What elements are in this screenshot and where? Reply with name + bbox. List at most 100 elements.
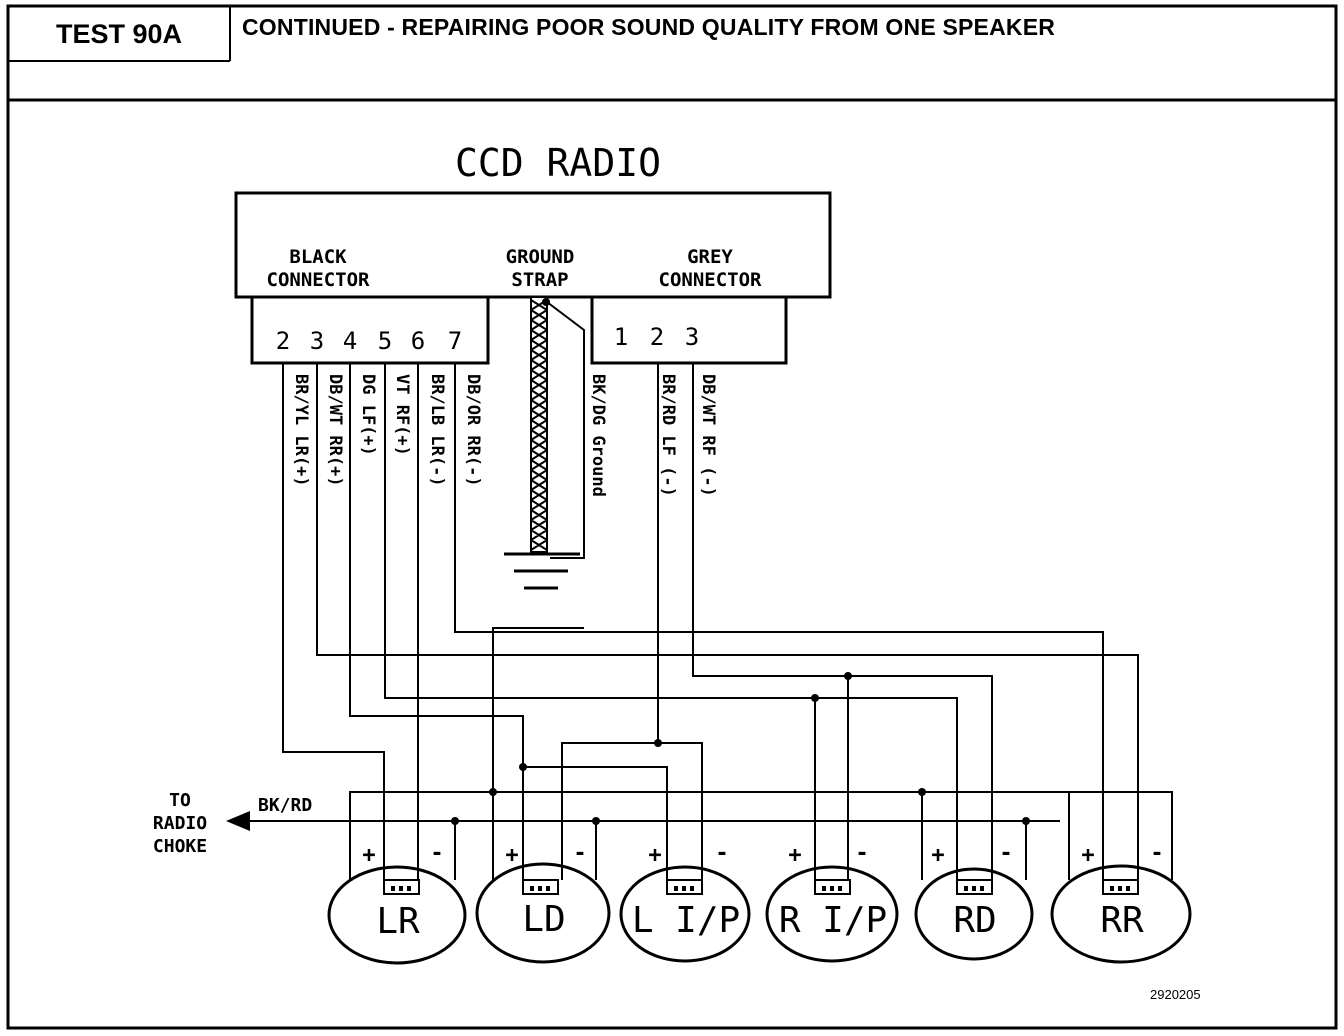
page-title: CONTINUED - REPAIRING POOR SOUND QUALITY… — [242, 14, 1056, 40]
speaker-ld — [475, 862, 611, 964]
speaker-label-ld: LD — [522, 899, 565, 940]
ground-strap-braid — [530, 296, 548, 553]
splice-dot — [654, 739, 662, 747]
terminal-pin — [972, 886, 976, 891]
splice-dot — [844, 672, 852, 680]
splice-dot — [918, 788, 926, 796]
minus-sign: - — [855, 841, 868, 866]
speaker-label-rd: RD — [953, 900, 996, 941]
wire-label-pin5: VT RF(+) — [392, 374, 412, 456]
terminal-pin — [407, 886, 411, 891]
figure-number: 2920205 — [1150, 987, 1201, 1002]
wires — [230, 363, 1173, 880]
wire-lf-plus-branch — [523, 766, 668, 880]
grey-connector-pin-2: 2 — [650, 323, 664, 351]
wire-label-pin6: BR/LB LR(-) — [427, 374, 447, 487]
ground-strap-lead — [546, 301, 585, 559]
grey-connector-pin-3: 3 — [685, 323, 699, 351]
wire-dg-lf-plus — [349, 363, 524, 880]
wire-label-pin2: BR/YL LR(+) — [291, 374, 311, 487]
grey-connector-pin-1: 1 — [614, 323, 628, 351]
minus-sign: - — [573, 841, 586, 866]
test-number: TEST 90A — [55, 19, 183, 49]
speaker-label-lr: LR — [376, 901, 420, 942]
minus-sign: - — [715, 841, 728, 866]
speaker-rd — [914, 867, 1034, 961]
terminal-pin — [399, 886, 403, 891]
choke-label-line2: RADIO — [153, 813, 207, 834]
ground-strap-line1: GROUND — [506, 246, 575, 268]
speaker-label-l-i-p: L I/P — [632, 900, 740, 941]
terminal-pin — [964, 886, 968, 891]
terminal-pin — [546, 886, 550, 891]
terminal-pin — [980, 886, 984, 891]
black-connector-pin-2: 2 — [276, 327, 290, 355]
to-choke-arrow — [226, 811, 250, 831]
minus-sign: - — [999, 841, 1012, 866]
wire-db-wt-rr-plus — [316, 363, 1139, 880]
splice-dots — [451, 298, 1030, 825]
wire-label-grey3: DB/WT RF (-) — [698, 374, 718, 497]
black-connector-pin-5: 5 — [378, 327, 392, 355]
splice-dot — [811, 694, 819, 702]
splice-dot — [592, 817, 600, 825]
choke-wire-label: BK/RD — [258, 795, 312, 816]
terminal-pin — [391, 886, 395, 891]
wire-vt-rf-plus — [384, 363, 816, 880]
wire-label-ground: BK/DG Ground — [588, 374, 608, 497]
terminal-pin — [690, 886, 694, 891]
terminal-pin — [682, 886, 686, 891]
plus-sign: + — [788, 843, 801, 868]
radio-title: CCD RADIO — [455, 141, 661, 185]
minus-sign: - — [1150, 841, 1163, 866]
grey-connector-line1: GREY — [687, 246, 733, 268]
plus-sign: + — [648, 843, 661, 868]
black-connector-line2: CONNECTOR — [267, 269, 371, 291]
speaker-label-rr: RR — [1100, 900, 1144, 941]
splice-dot — [489, 788, 497, 796]
black-connector-pin-7: 7 — [448, 327, 462, 355]
minus-sign: - — [430, 841, 443, 866]
black-connector-pin-4: 4 — [343, 327, 357, 355]
wire-br-yl-lr-plus — [282, 363, 385, 880]
page-border — [6, 4, 1338, 1030]
terminal-pin — [1126, 886, 1130, 891]
splice-dot — [542, 298, 550, 306]
plus-sign: + — [931, 843, 944, 868]
black-connector-pin-3: 3 — [310, 327, 324, 355]
plus-sign: + — [505, 843, 518, 868]
wire-db-or-rr-minus — [454, 363, 1104, 880]
terminal-pin — [1118, 886, 1122, 891]
black-connector-line1: BLACK — [289, 246, 347, 268]
plus-sign: + — [1081, 843, 1094, 868]
terminal-pin — [1110, 886, 1114, 891]
grey-connector-line2: CONNECTOR — [659, 269, 763, 291]
wire-db-wt-rf-minus — [692, 363, 993, 880]
splice-dot — [451, 817, 459, 825]
black-connector-pin-6: 6 — [411, 327, 425, 355]
splice-dot — [519, 763, 527, 771]
speaker-label-r-i-p: R I/P — [779, 900, 887, 941]
grey-connector — [590, 295, 788, 365]
wire-label-pin4: DG LF(+) — [358, 374, 378, 456]
speaker-rr — [1050, 864, 1192, 964]
speaker-lr — [327, 865, 467, 965]
plus-sign: + — [362, 843, 375, 868]
speaker-r-i-p — [765, 865, 899, 963]
speaker-l-i-p — [619, 865, 751, 963]
splice-dot — [1022, 817, 1030, 825]
terminal-pin — [838, 886, 842, 891]
terminal-pin — [538, 886, 542, 891]
wire-rf-plus-branch — [815, 697, 958, 880]
terminal-pin — [530, 886, 534, 891]
ground-strap-line2: STRAP — [511, 269, 568, 291]
wire-label-pin7: DB/OR RR(-) — [463, 374, 483, 487]
wire-label-pin3: DB/WT RR(+) — [325, 374, 345, 487]
black-connector — [250, 295, 490, 365]
wire-lf-minus-branch — [658, 742, 703, 880]
choke-label-line3: CHOKE — [153, 836, 207, 857]
wire-br-rd-lf-minus — [561, 363, 659, 880]
